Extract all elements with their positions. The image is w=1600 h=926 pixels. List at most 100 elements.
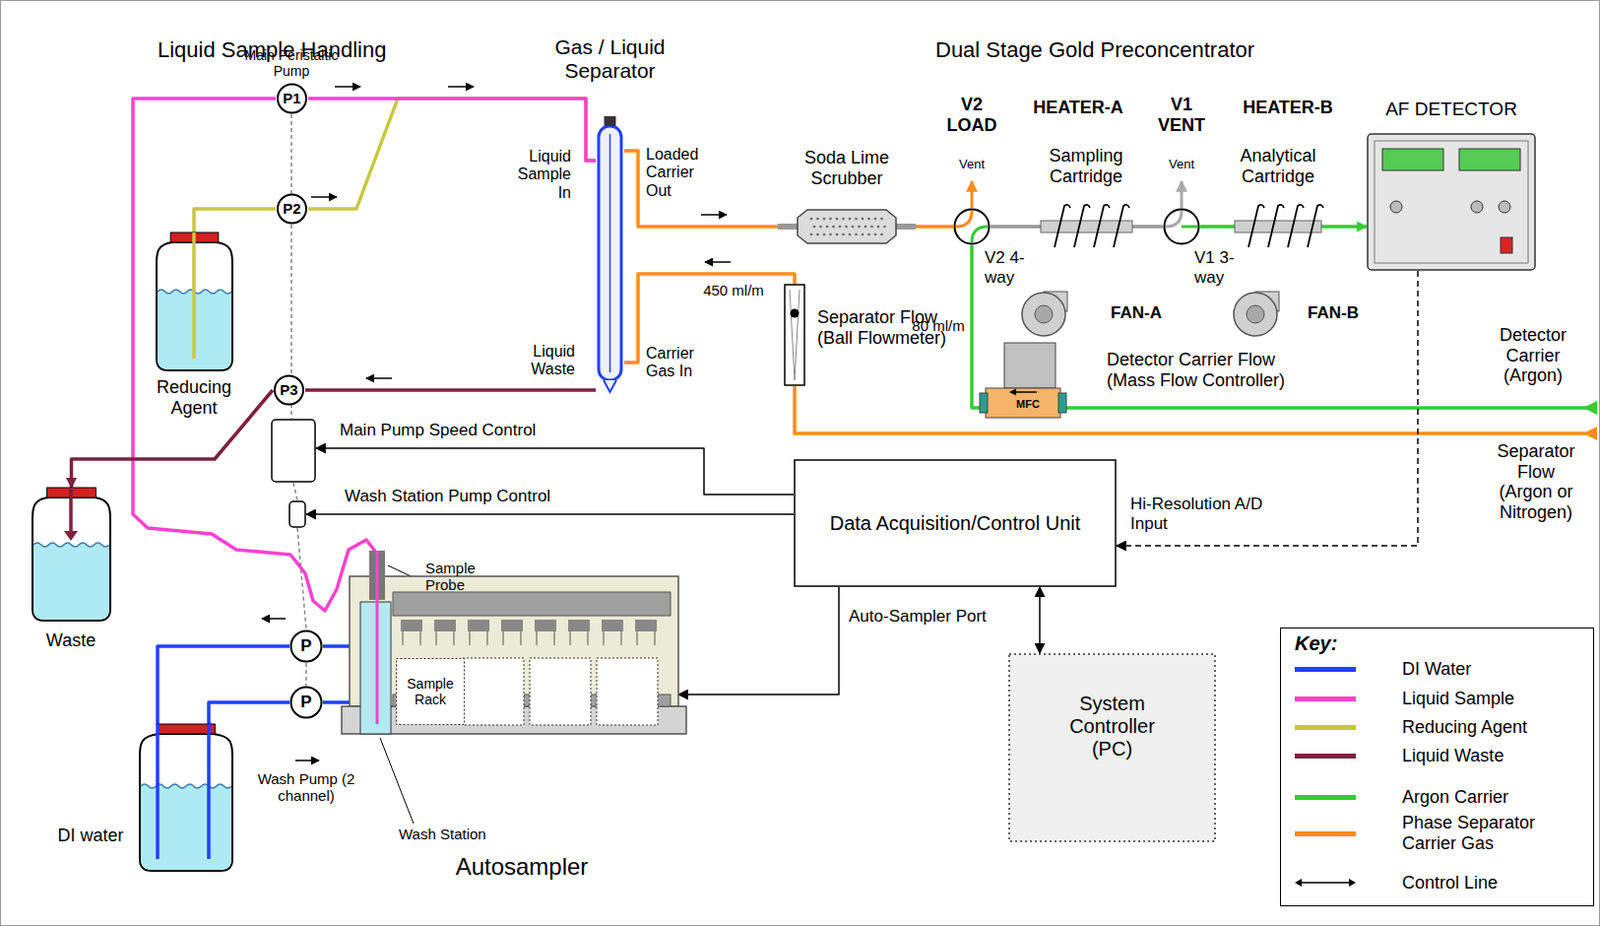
scrubber-outline (880, 217, 884, 221)
pc-box-outline (1009, 653, 1216, 841)
connector (132, 98, 378, 611)
connector (306, 512, 794, 515)
autosampler-outline (635, 619, 657, 632)
diagram-label: Main Peristaltic Pump (237, 47, 346, 79)
diagram-label: V1 VENT (1152, 94, 1212, 135)
sample-rack-outline (396, 658, 465, 725)
node-label: MFC (989, 397, 1067, 411)
detector-unit-outline (1382, 148, 1444, 171)
reservoir-bottle: DI water (137, 723, 235, 873)
autosampler-outline (400, 619, 423, 632)
separator-column-outline (609, 133, 612, 373)
diagram-label: Liquid Sample In (508, 147, 572, 202)
ball-flowmeter-outline (790, 309, 800, 319)
node-label: System Controller (PC) (1053, 692, 1172, 761)
scrubber-outline (819, 225, 823, 229)
scrubber-outline (816, 233, 820, 237)
scrubber-outline (880, 233, 884, 237)
detector-unit-outline (1471, 200, 1483, 213)
reservoir-bottle-outline (140, 783, 232, 870)
legend-text: Control Line (1402, 872, 1580, 894)
scrubber: Soda Lime Scrubber (777, 207, 916, 246)
detector-unit-outline (1366, 132, 1536, 271)
scrubber-outline (777, 223, 798, 230)
node-label: Autosampler (423, 852, 621, 881)
reservoir-bottle-outline (33, 542, 110, 620)
autosampler-outline (467, 619, 490, 632)
reservoir-bottle-outline (155, 723, 160, 859)
scrubber-outline (883, 225, 887, 229)
node-label: P3 (279, 381, 298, 398)
reservoir-bottle-outline (154, 232, 235, 373)
diagram-label: Dual Stage Gold Preconcentrator (935, 37, 1330, 63)
pump-valve-circle: P3 (272, 374, 306, 406)
node-label: V1 3-way (1194, 248, 1242, 287)
autosampler-outline (434, 619, 456, 632)
scrubber-outline (813, 225, 817, 229)
gold-cartridge-outline (1268, 204, 1284, 248)
gold-cartridge-outline (1054, 204, 1071, 248)
node-label: Sampling Cartridge (1031, 145, 1141, 187)
separator-feed-line (794, 385, 1598, 441)
node-label: V2 4-way (984, 248, 1032, 287)
separator-column-outline (598, 126, 622, 381)
autosampler-outline (376, 550, 380, 724)
pump-valve-circle: P (289, 629, 323, 663)
scrubber-outline (861, 233, 865, 237)
connector (322, 643, 350, 648)
control-box-outline (270, 418, 317, 483)
reservoir-bottle-outline (33, 542, 110, 547)
cooling-fan-outline (1233, 292, 1278, 336)
scrubber-outline (867, 233, 871, 237)
scrubber-outline (896, 223, 916, 230)
node-label: Main Pump Speed Control (339, 420, 655, 441)
autosampler-outline (596, 657, 658, 725)
connector (208, 702, 290, 724)
gold-cartridge-outline (1040, 217, 1133, 236)
separator-feed-line (1583, 426, 1598, 441)
diagram-label: Separator Flow (Argon or Nitrogen) (1491, 441, 1581, 523)
node-label: Wash Station Pump Control (344, 486, 660, 507)
cooling-fan: FAN-B (1230, 289, 1280, 339)
gold-cartridge-outline (1287, 204, 1304, 248)
pump-valve-circle-outline (1165, 210, 1182, 227)
edge-label: Auto-Sampler Port (848, 606, 1046, 627)
scrubber-outline (864, 225, 868, 229)
ball-flowmeter-outline (789, 289, 800, 381)
diagram-label: Carrier Gas In (645, 344, 715, 382)
pump-valve-circle-outline (277, 84, 307, 114)
pump-valve-circle: V1 3-way (1162, 207, 1201, 246)
node-label: DI water (47, 825, 134, 846)
autosampler-outline (503, 631, 521, 645)
detector-unit-outline (1498, 200, 1511, 213)
diagram-label: V2 LOAD (942, 94, 1002, 135)
flow-arrow (334, 85, 361, 88)
legend-swatch (1294, 666, 1356, 672)
control-line-sample (1291, 875, 1359, 890)
scrubber-outline (841, 217, 845, 221)
scrubber-outline (823, 217, 827, 221)
connector (157, 645, 290, 724)
edge-label: 450 ml/m (689, 281, 778, 299)
scrubber-outline (826, 225, 830, 229)
flow-arrow (448, 85, 474, 88)
node-label: Sample Rack (402, 675, 458, 707)
separator-column-outline (595, 116, 625, 392)
scrubber-outline (829, 233, 832, 237)
pump-valve-circle: V2 4-way (953, 207, 991, 246)
scrubber-outline (797, 209, 896, 244)
autosampler-outline (536, 631, 555, 645)
flow-arrow (261, 617, 286, 620)
edge-label: 80 ml/m (911, 317, 965, 334)
pump-valve-circle: P2 (275, 192, 309, 225)
node-label: Waste (21, 630, 121, 651)
legend-swatch (1294, 831, 1356, 836)
autosampler-outline (601, 619, 624, 632)
node-label: FAN-A (1110, 303, 1180, 323)
gold-cartridge-outline (1113, 204, 1130, 248)
scrubber-outline (832, 225, 835, 229)
pump-valve-circle-outline (971, 226, 988, 243)
scrubber-outline (851, 225, 855, 229)
ball-flowmeter-outline (783, 283, 806, 386)
detector-unit: AF DETECTOR (1366, 132, 1536, 271)
